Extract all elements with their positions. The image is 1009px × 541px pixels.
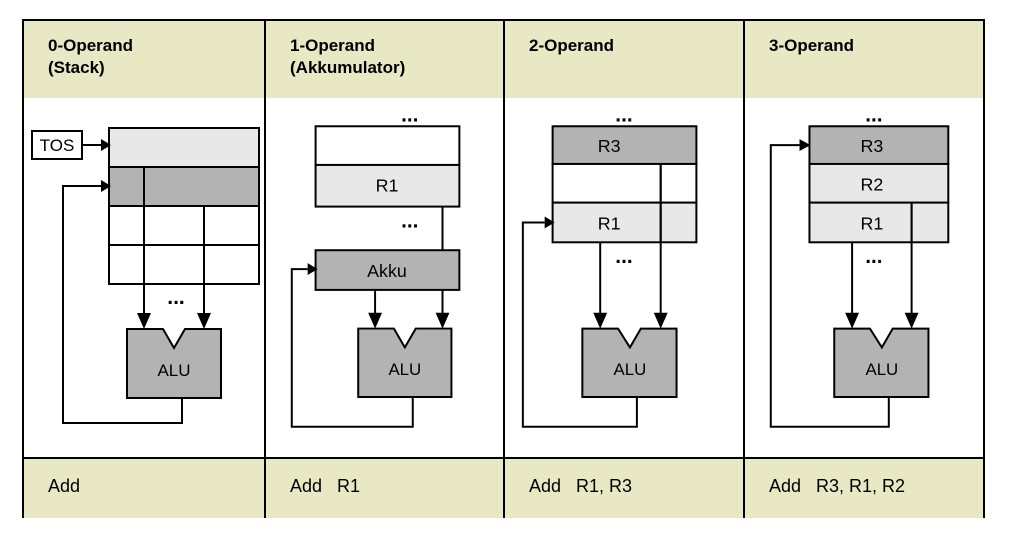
instruction-label-zero-operand: Add — [48, 476, 81, 496]
alu-label: ALU — [865, 360, 898, 379]
header-cell-zero-operand: 0-Operand (Stack) — [24, 21, 264, 98]
diagram-cell-three-operand: ... R3 R2 R1 ... — [743, 98, 983, 457]
regfile-ellipsis-top: ... — [401, 103, 418, 126]
alu-label: ALU — [614, 360, 647, 379]
stack-machine-diagram: TOS ... ALU — [31, 127, 260, 424]
alu-shape — [126, 328, 222, 399]
header-label-one-operand: 1-Operand (Akkumulator) — [290, 36, 406, 77]
register-cell-r3 — [808, 125, 950, 165]
diagram-cell-one-operand: ... R1 ... Akku — [264, 98, 503, 457]
tos-box — [31, 130, 83, 160]
alu-shape — [357, 327, 453, 398]
table-header-row: 0-Operand (Stack) 1-Operand (Akkumulator… — [24, 21, 983, 100]
register-cell-r1 — [314, 163, 461, 208]
alu-shape — [581, 327, 678, 398]
writeback-path — [521, 221, 638, 428]
operand-arrow-left — [137, 313, 151, 329]
accumulator-machine-diagram: ... R1 ... Akku — [290, 103, 461, 428]
instruction-label-one-operand: Add R1 — [290, 476, 361, 496]
two-operand-machine-diagram: ... R3 R1 ... — [521, 103, 698, 428]
header-cell-three-operand: 3-Operand — [743, 21, 983, 98]
alu-label: ALU — [157, 361, 190, 380]
table-footer-row: Add Add R1 Add R1, R3 Add R3, R1, R2 — [24, 457, 983, 518]
writeback-arrow-head — [799, 139, 811, 152]
instruction-cell-two-operand: Add R1, R3 — [503, 459, 743, 518]
register-cell-r1 — [808, 201, 950, 244]
header-cell-one-operand: 1-Operand (Akkumulator) — [264, 21, 503, 98]
regfile-ellipsis-bottom: ... — [615, 245, 632, 268]
regfile-ellipsis-top: ... — [865, 103, 882, 126]
diagram-cell-zero-operand: TOS ... ALU — [24, 98, 264, 457]
writeback-path — [62, 185, 183, 424]
writeback-arrow-head — [544, 216, 555, 229]
operand-arrow-left — [368, 312, 383, 329]
instruction-cell-one-operand: Add R1 — [264, 459, 503, 518]
header-label-three-operand: 3-Operand — [769, 36, 855, 55]
operand-format-table: 0-Operand (Stack) 1-Operand (Akkumulator… — [22, 19, 985, 518]
register-cell-empty — [551, 162, 698, 204]
alu-label: ALU — [388, 360, 421, 379]
writeback-path — [290, 268, 414, 428]
stack-cell-tos — [108, 127, 260, 168]
tos-label: TOS — [40, 136, 75, 155]
operand-arrow-left — [593, 312, 608, 329]
register-label-r3: R3 — [861, 136, 884, 156]
header-cell-two-operand: 2-Operand — [503, 21, 743, 98]
register-cell-r1 — [551, 201, 698, 244]
register-label-r1: R1 — [598, 213, 621, 233]
stack-cell-fourth — [108, 244, 260, 285]
writeback-arrow-head — [101, 180, 111, 192]
operand-arrow-right — [197, 313, 211, 329]
register-label-r2: R2 — [861, 175, 884, 195]
regfile-ellipsis-bottom: ... — [401, 209, 418, 232]
tos-arrow-head — [101, 139, 111, 151]
register-label-r3: R3 — [598, 136, 621, 156]
stack-ellipsis: ... — [167, 286, 185, 309]
regfile-ellipsis-top: ... — [615, 103, 632, 126]
table-body-row: TOS ... ALU — [24, 98, 983, 457]
operand-arrow-left — [845, 312, 860, 329]
register-cell-empty — [314, 125, 461, 166]
register-label-r1: R1 — [376, 176, 399, 196]
instruction-cell-three-operand: Add R3, R1, R2 — [743, 459, 983, 518]
stack-cell-second — [108, 166, 260, 207]
diagram-cell-two-operand: ... R3 R1 ... — [503, 98, 743, 457]
accumulator-label: Akku — [367, 261, 407, 281]
three-operand-machine-diagram: ... R3 R2 R1 ... — [769, 103, 950, 428]
regfile-ellipsis-bottom: ... — [865, 245, 882, 268]
instruction-cell-zero-operand: Add — [24, 459, 264, 518]
header-label-zero-operand: 0-Operand (Stack) — [48, 36, 134, 77]
stack-cell-third — [108, 205, 260, 246]
register-label-r1: R1 — [861, 213, 884, 233]
writeback-arrow-head — [307, 263, 318, 276]
operand-arrow-right — [435, 312, 450, 329]
alu-shape — [833, 327, 930, 398]
register-cell-r3 — [551, 125, 698, 165]
writeback-path — [769, 144, 890, 428]
operand-arrow-right — [653, 312, 668, 329]
operand-arrow-right — [904, 312, 919, 329]
header-label-two-operand: 2-Operand — [529, 36, 615, 55]
instruction-label-two-operand: Add R1, R3 — [529, 476, 633, 496]
instruction-label-three-operand: Add R3, R1, R2 — [769, 476, 906, 496]
